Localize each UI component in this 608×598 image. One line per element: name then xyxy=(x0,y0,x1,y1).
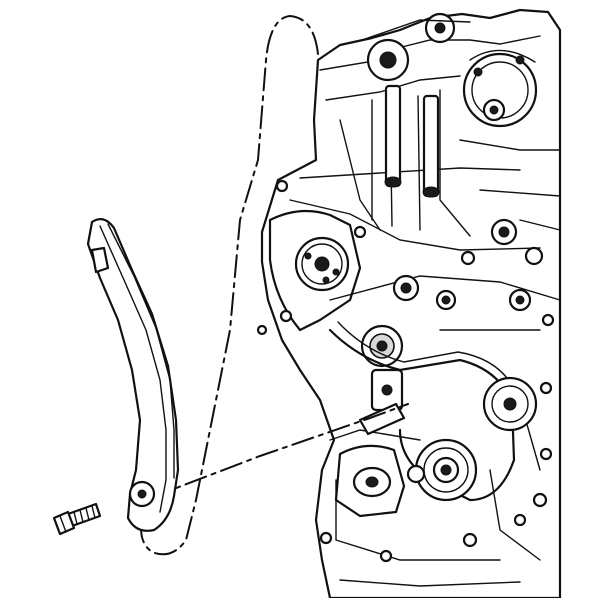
installation-leader-line xyxy=(149,403,409,499)
camshaft-sprocket xyxy=(462,49,538,128)
engine-block xyxy=(256,8,562,598)
callout-outline xyxy=(140,14,319,556)
balance-shaft-sprocket xyxy=(482,376,538,432)
crankshaft-sprocket xyxy=(414,438,478,502)
chain-tensioner xyxy=(360,324,404,412)
guide-bolt xyxy=(52,502,102,536)
upper-cam-sprocket xyxy=(361,12,471,82)
timing-chain-guide xyxy=(86,217,180,532)
idler-sprocket xyxy=(294,236,350,292)
oil-pump-housing xyxy=(334,444,426,518)
